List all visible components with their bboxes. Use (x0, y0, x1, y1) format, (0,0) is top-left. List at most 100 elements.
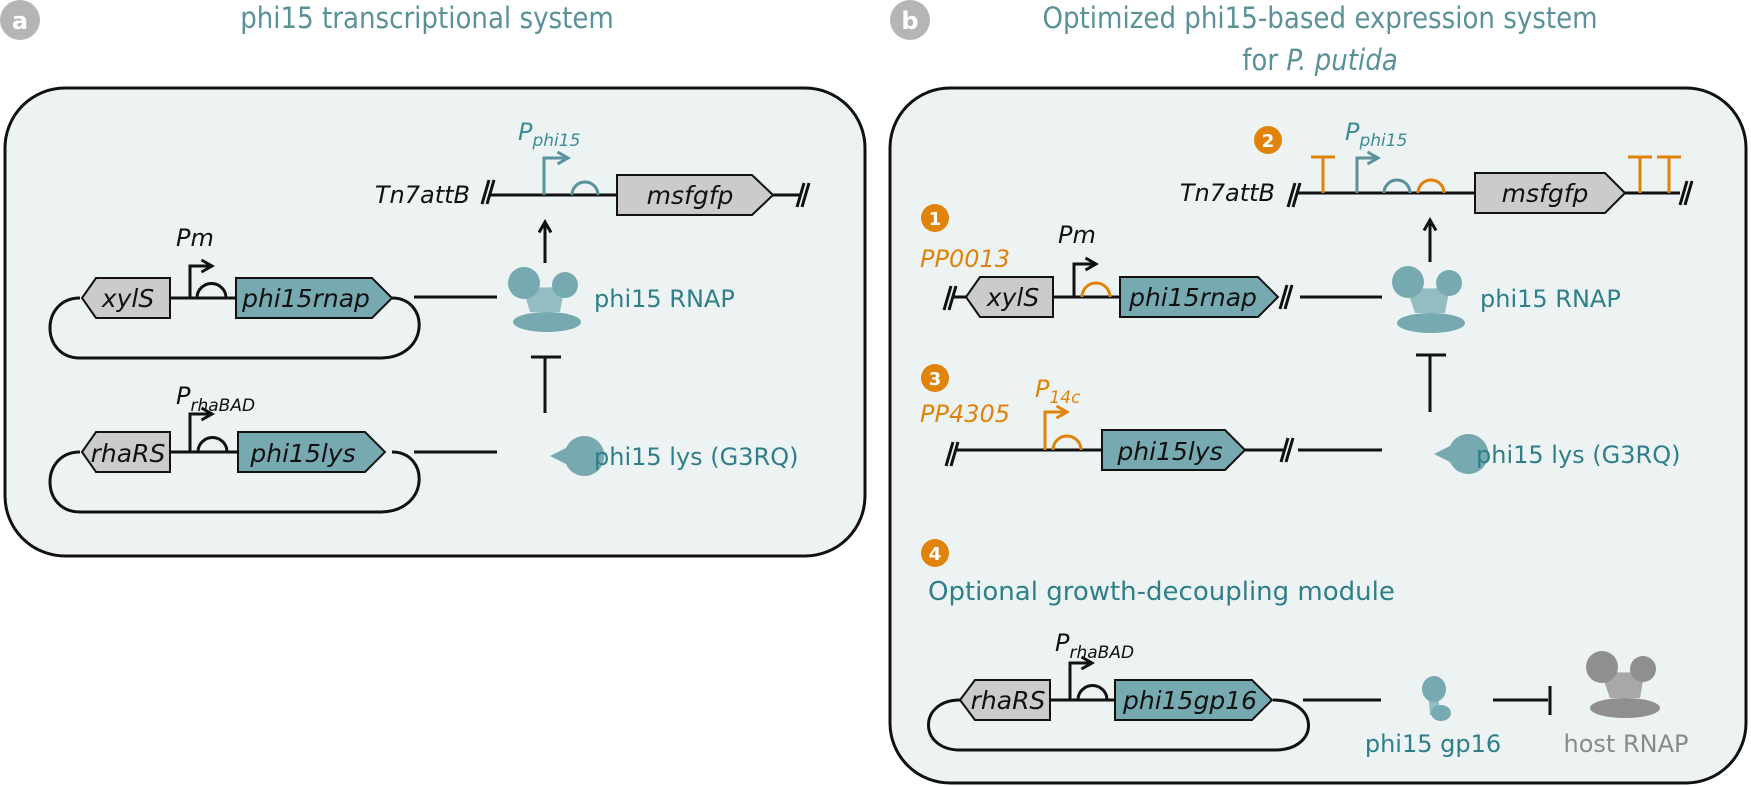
module-1-rnap-cassette: 1 PP0013 xylS Pm phi15rnap (920, 204, 1294, 318)
gene-rhars-label: rhaRS (971, 686, 1046, 715)
break-mark (795, 182, 806, 208)
plasmid-rnap: xylS Pm phi15rnap (48, 224, 421, 360)
panel-b-target-construct: 2 Tn7attB Pphi15 msfgfp (1180, 118, 1694, 214)
gene-phi15lys (1101, 429, 1247, 471)
promoter-phi15-label: Pphi15 (518, 118, 580, 151)
break-mark (480, 179, 491, 205)
gene-phi15gp16 (1114, 679, 1274, 721)
promoter-pm-icon (188, 258, 216, 298)
panel-a-title: phi15 transcriptional system (240, 1, 614, 35)
break-mark (1678, 180, 1689, 206)
badge-3-label: 3 (929, 369, 942, 390)
break-mark (1278, 284, 1289, 310)
break-mark (942, 285, 953, 311)
gene-phi15rnap-label: phi15rnap (1128, 283, 1257, 312)
gene-phi15rnap-label: phi15rnap (241, 284, 370, 313)
panel-a: a phi15 transcriptional system Tn7attB P… (0, 0, 867, 558)
gene-xyls (964, 276, 1054, 318)
module-4-title: Optional growth-decoupling module (928, 577, 1395, 607)
tn7attb-label: Tn7attB (1180, 179, 1275, 207)
gene-phi15rnap (235, 277, 394, 319)
rbs-icon (196, 436, 229, 453)
promoter-rhabad-icon (1068, 655, 1096, 700)
panel-b-badge (890, 0, 930, 40)
gene-msfgfp-label: msfgfp (1502, 179, 1589, 208)
phi15-lys-label: phi15 lys (G3RQ) (594, 443, 798, 471)
panel-b-badge-label: b (901, 7, 918, 35)
break-mark (949, 441, 960, 467)
badge-4 (921, 539, 949, 567)
panel-a-badge-label: a (12, 7, 28, 35)
phi15-rnap-label: phi15 RNAP (594, 285, 735, 313)
phi15-lys-label: phi15 lys (G3RQ) (1476, 441, 1680, 469)
terminator-icon (1657, 155, 1681, 193)
gene-xyls (80, 277, 171, 319)
promoter-rhabad-label: PrhaBAD (176, 382, 255, 416)
gene-msfgfp-label: msfgfp (647, 181, 734, 210)
break-mark (1283, 284, 1294, 310)
rbs-icon (1382, 178, 1412, 194)
break-mark (1291, 182, 1302, 208)
break-mark (1284, 437, 1295, 463)
phi15-lys-icon (550, 436, 605, 476)
badge-3 (921, 364, 949, 392)
gene-msfgfp (616, 174, 775, 216)
locus-pp0013-label: PP0013 (920, 245, 1010, 273)
phi15-rnap-icon (508, 267, 581, 332)
tn7attb-label: Tn7attB (375, 181, 470, 209)
host-rnap-label: host RNAP (1564, 730, 1689, 758)
plasmid-lys: rhaRS PrhaBAD phi15lys (48, 382, 421, 514)
break-mark (1286, 182, 1297, 208)
rbs-optimized-icon (1416, 178, 1446, 194)
host-rnap-icon (1586, 651, 1660, 718)
gene-phi15lys-label: phi15lys (249, 439, 355, 468)
promoter-phi15-icon (542, 150, 572, 195)
rbs-optimized-icon (1080, 281, 1112, 298)
locus-pp4305-label: PP4305 (920, 400, 1010, 428)
phi15-rnap-icon (1392, 266, 1465, 333)
rbs-icon (1076, 684, 1109, 701)
promoter-pm-label: Pm (176, 224, 214, 252)
break-mark (485, 179, 496, 205)
panel-a-badge (0, 0, 40, 40)
promoter-rhabad-icon (188, 406, 216, 452)
panel-a-box (3, 86, 867, 558)
plasmid-gp16 (927, 698, 1310, 752)
terminator-icon (1311, 155, 1335, 193)
badge-2-label: 2 (1262, 131, 1275, 152)
module-4-growth-decoupling: 4 Optional growth-decoupling module rhaR… (921, 539, 1688, 758)
phi15-rnap-label: phi15 RNAP (1480, 285, 1621, 313)
gene-phi15rnap (1119, 276, 1280, 318)
panel-b-box (888, 86, 1748, 785)
promoter-pm-label: Pm (1058, 221, 1096, 249)
gene-xyls-label: xylS (986, 283, 1040, 312)
gene-rhars (80, 431, 171, 473)
promoter-phi15-icon (1355, 150, 1382, 193)
badge-1 (921, 204, 949, 232)
promoter-rhabad-label: PrhaBAD (1055, 629, 1134, 663)
badge-2 (1254, 126, 1282, 154)
phi15-gp16-icon (1422, 676, 1451, 721)
break-mark (1279, 437, 1290, 463)
gene-phi15gp16-label: phi15gp16 (1122, 686, 1257, 715)
gene-phi15lys (237, 431, 387, 473)
break-mark (944, 441, 955, 467)
promoter-p14c-icon (1043, 404, 1071, 450)
module-3-lys-cassette: 3 PP4305 P14c phi15lys (920, 364, 1295, 471)
promoter-phi15-label: Pphi15 (1345, 118, 1407, 151)
badge-4-label: 4 (929, 544, 942, 565)
rbs-optimized-icon (1051, 434, 1083, 451)
panel-b-title-line2: for P. putida (1242, 43, 1398, 77)
phi15-lys-icon (1434, 434, 1489, 474)
phi15-gp16-label: phi15 gp16 (1365, 730, 1501, 758)
terminator-icon (1628, 155, 1652, 193)
panel-b-title-line1: Optimized phi15-based expression system (1042, 1, 1597, 35)
promoter-p14c-label: P14c (1035, 375, 1081, 408)
gene-rhars (958, 679, 1051, 721)
rbs-icon (570, 180, 600, 196)
rbs-icon (195, 282, 228, 299)
gene-xyls-label: xylS (101, 284, 155, 313)
gene-msfgfp (1474, 172, 1627, 214)
gene-phi15lys-label: phi15lys (1116, 437, 1222, 466)
